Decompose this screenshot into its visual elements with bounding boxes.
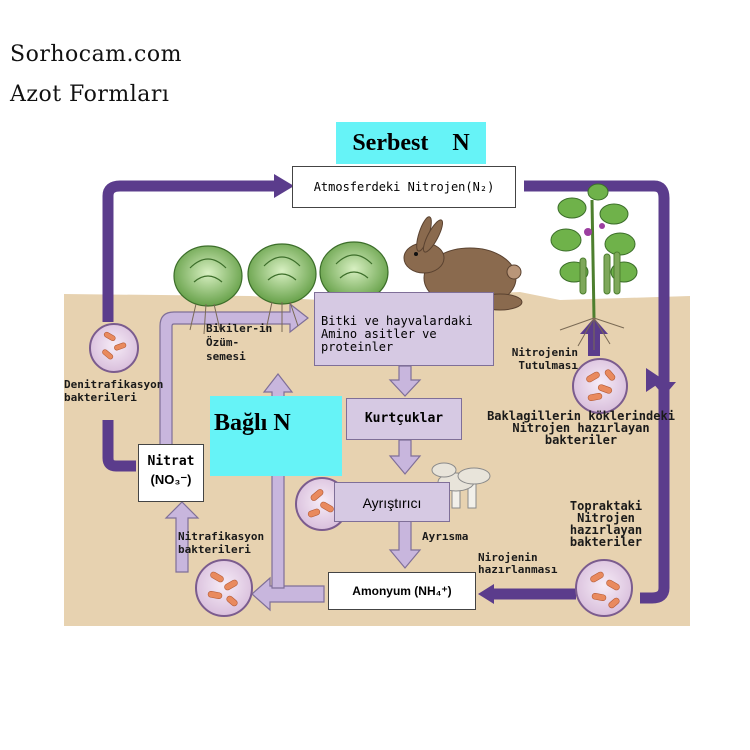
decomposition-label: Ayrısma bbox=[422, 530, 469, 543]
atmospheric-nitrogen-box: Atmosferdeki Nitrojen(N₂) bbox=[292, 166, 516, 208]
organic-nitrogen-text: Bitki ve hayvalardaki Amino asitler ve p… bbox=[321, 314, 473, 354]
nitrate-formula: (NO₃⁻) bbox=[150, 472, 192, 487]
legume-bacteria-label: Baklagillerin köklerindeki Nitrojen hazı… bbox=[487, 409, 675, 447]
ammonium-box: Amonyum (NH₄⁺) bbox=[328, 572, 476, 610]
organic-nitrogen-box: Bitki ve hayvalardaki Amino asitler ve p… bbox=[314, 292, 494, 366]
denitrification-label: Denitrafikasyon bakterileri bbox=[64, 378, 164, 404]
cabbage-plants bbox=[173, 241, 389, 335]
cabbage-2 bbox=[247, 243, 317, 332]
cabbage-1 bbox=[173, 245, 243, 335]
worms-box: Kurtçuklar bbox=[346, 398, 462, 440]
legume-plant bbox=[550, 183, 638, 350]
bound-nitrogen-text: Bağlı N bbox=[214, 410, 291, 436]
decomposer-box: Ayrıştırıcı bbox=[334, 482, 450, 522]
cycle-arrows bbox=[102, 180, 670, 604]
fixation-label: Nitrojenin Tutulması bbox=[511, 346, 578, 372]
site-title: Sorhocam.com bbox=[10, 42, 182, 67]
bacteria-cells bbox=[102, 331, 620, 609]
nitrification-label: Nitrafikasyon bakterileri bbox=[178, 530, 265, 556]
page-title: Azot Formları bbox=[10, 82, 170, 107]
light-arrows bbox=[159, 302, 422, 612]
bacteria-soil bbox=[575, 559, 633, 617]
nitrate-box: Nitrat (NO₃⁻) bbox=[138, 444, 204, 502]
free-nitrogen-label: Serbest N bbox=[336, 122, 486, 164]
ammonification-label: Nirojenin hazırlanması bbox=[478, 551, 558, 576]
nitrate-label: Nitrat bbox=[147, 454, 195, 469]
bacteria-nitrification bbox=[195, 559, 253, 617]
bacteria-denitrification bbox=[89, 323, 139, 373]
bound-nitrogen-label: Bağlı N bbox=[210, 396, 342, 476]
soil-bacteria-label: Topraktaki Nitrojen hazırlayan bakterile… bbox=[569, 499, 643, 549]
assimilation-label: Bikiler-in Özüm-semesi bbox=[206, 322, 273, 363]
soil-area bbox=[64, 292, 690, 626]
arrow-heads-dark bbox=[274, 174, 676, 604]
